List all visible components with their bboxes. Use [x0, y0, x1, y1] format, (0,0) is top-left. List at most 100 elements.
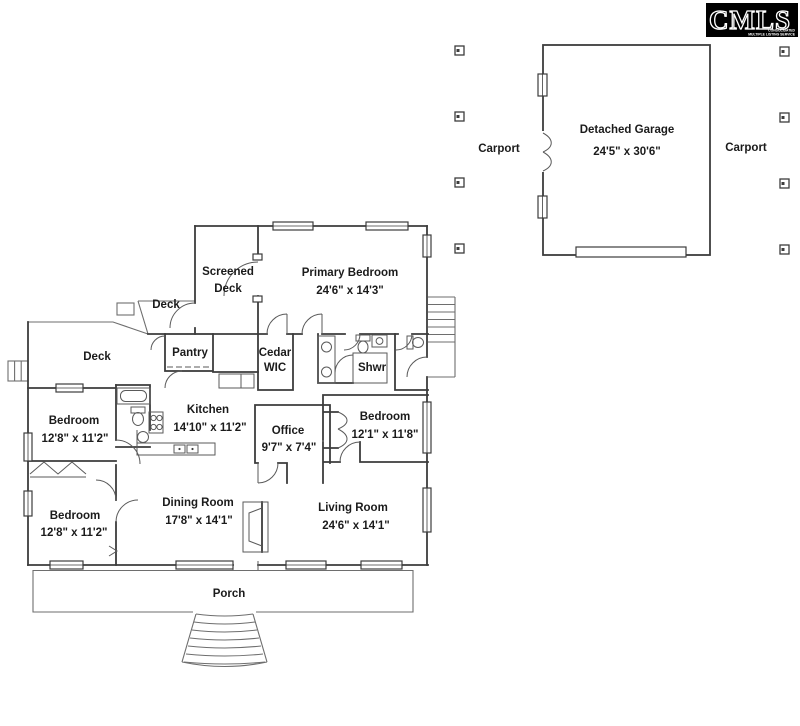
plan-line [781, 50, 785, 53]
dining-hall-door-icon [115, 499, 139, 523]
office-dims: 9'7" x 7'4" [262, 442, 317, 454]
plan-line [456, 49, 460, 52]
closet-bifold-door-icon [337, 411, 348, 449]
office-walls [254, 404, 331, 484]
plan-line [428, 297, 456, 378]
office-door-icon [257, 462, 279, 484]
vanity-icon [317, 335, 336, 384]
bath-sink-icon [371, 334, 388, 348]
refrigerator-icon [218, 373, 255, 389]
pantry-label: Pantry [172, 347, 208, 359]
bedroom-right-label: Bedroom [360, 411, 410, 423]
stove-icon [148, 411, 164, 434]
cedar-wic-door-icon [266, 313, 288, 335]
plan-line [781, 116, 785, 119]
plan-line [781, 182, 785, 185]
plan-line [428, 296, 455, 343]
toilet-icon [355, 334, 371, 342]
hall-bath-door-icon [115, 439, 141, 465]
deck-steps-icon [7, 360, 29, 382]
plan-line [14, 361, 22, 381]
plan-line [191, 447, 194, 451]
plan-line [132, 412, 144, 426]
cedar-wic-label: Cedar [259, 347, 292, 359]
pantry-door-icon [164, 370, 183, 389]
kitchen-label: Kitchen [187, 404, 229, 416]
deck-outlines [7, 300, 195, 382]
living-room-dims: 24'6" x 14'1" [322, 520, 390, 532]
deck-left-label: Deck [83, 351, 111, 363]
plan-line [156, 423, 163, 431]
garage-label: Detached Garage [580, 124, 675, 136]
closet-rod-icon [29, 461, 87, 478]
plan-line [120, 390, 147, 402]
bedroom-bottom-door-icon [95, 479, 117, 501]
garage-dims: 24'5" x 30'6" [593, 146, 661, 158]
plan-line [321, 341, 332, 353]
plan-line [178, 447, 181, 451]
cedar-wic-label-2: WIC [264, 362, 286, 374]
garage-overhead-door [575, 246, 687, 258]
primary-bedroom-deck-door-icon [223, 261, 259, 297]
primary-bedroom-label: Primary Bedroom [302, 267, 399, 279]
bedroom-left-bottom-dims: 12'8" x 11'2" [41, 527, 108, 539]
dining-room-label: Dining Room [162, 497, 234, 509]
rear-door-icon [406, 356, 428, 378]
plan-line [150, 414, 157, 422]
garage-structure [537, 44, 711, 258]
plan-line [137, 300, 195, 335]
doors [95, 253, 428, 523]
plan-line [456, 247, 460, 250]
rear-stairs-icon [428, 296, 456, 378]
deck-upper-label: Deck [152, 299, 180, 311]
plan-line [116, 302, 135, 316]
front-door-opening [232, 561, 259, 570]
plan-line [32, 569, 414, 613]
plan-line [28, 321, 149, 335]
plan-line [456, 181, 460, 184]
bedroom-left-middle-dims: 12'8" x 11'2" [42, 433, 109, 445]
plan-line [150, 423, 157, 431]
plan-line [456, 115, 460, 118]
plan-line [156, 414, 163, 422]
plan-line [187, 645, 262, 649]
shower-stall-icon [352, 352, 388, 384]
kitchen-dims: 14'10" x 11'2" [173, 422, 246, 434]
bedroom-left-middle-label: Bedroom [49, 415, 99, 427]
porch-outline [32, 569, 414, 613]
carport-posts [454, 45, 790, 255]
plan-line [183, 661, 266, 665]
logo-background [706, 3, 798, 37]
garage-side-door-icon [542, 132, 552, 172]
carport-left-label: Carport [478, 143, 520, 155]
plan-line [189, 637, 260, 641]
bath1-door-icon [343, 333, 361, 351]
shower-label: Shwr [358, 362, 387, 374]
windows [23, 221, 432, 570]
front-stairs-icon [181, 613, 268, 668]
plan-line [321, 366, 332, 378]
fixtures [29, 334, 424, 557]
logo-tagline-2: MULTIPLE LISTING SERVICE [748, 33, 796, 37]
kitchen-island-icon [136, 442, 216, 456]
closet-rod-icon [108, 545, 118, 557]
office-label: Office [272, 425, 305, 437]
plan-line [173, 444, 186, 454]
logo-brand-text: CMLS [709, 5, 791, 35]
screened-deck-label-2: Deck [214, 283, 242, 295]
bedroom-right-dims: 12'1" x 11'8" [352, 429, 419, 441]
plan-line [185, 653, 264, 657]
plan-line [375, 337, 384, 345]
plan-line [252, 253, 263, 261]
bedroom-left-bottom-label: Bedroom [50, 510, 100, 522]
plan-line [195, 613, 254, 617]
bedroom-right-door-icon [339, 441, 361, 463]
plan-line [193, 621, 256, 625]
plan-line [191, 629, 258, 633]
plan-line [252, 295, 263, 303]
screened-deck-label: Screened [202, 266, 254, 278]
screened-deck-door-icon [169, 302, 196, 329]
plan-line [357, 340, 369, 354]
